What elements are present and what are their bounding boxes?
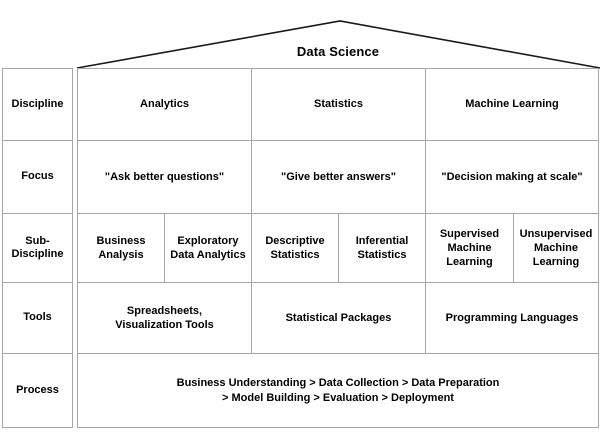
cell-discipline-machine-learning: Machine Learning <box>465 98 559 111</box>
row-tools: Spreadsheets, Visualization Tools Statis… <box>78 283 598 354</box>
cell-discipline-analytics: Analytics <box>78 69 252 140</box>
cell-tools-analytics: Spreadsheets, Visualization Tools <box>78 283 252 353</box>
cell-focus-analytics: "Ask better questions" <box>78 141 252 213</box>
row-process: Business Understanding > Data Collection… <box>78 354 598 427</box>
diagram-content-grid: Analytics Statistics Machine Learning "A… <box>77 68 599 428</box>
row-sub-discipline: Business Analysis Exploratory Data Analy… <box>78 214 598 283</box>
cell-process-steps: Business Understanding > Data Collection… <box>176 377 500 404</box>
cell-sub-business-analysis: Business Analysis <box>78 214 165 282</box>
cell-sub-inferential-statistics: Inferential Statistics <box>339 214 426 282</box>
row-label-focus: Focus <box>3 141 72 214</box>
cell-discipline-statistics: Statistics <box>252 69 426 140</box>
row-focus: "Ask better questions" "Give better answ… <box>78 141 598 214</box>
cell-focus-statistics: "Give better answers" <box>252 141 426 213</box>
row-label-sub-discipline: Sub- Discipline <box>3 214 72 283</box>
row-label-column: Discipline Focus Sub- Discipline Tools P… <box>2 68 73 428</box>
cell-focus-machine-learning: "Decision making at scale" <box>441 170 583 183</box>
row-label-process: Process <box>16 383 59 396</box>
row-discipline: Analytics Statistics Machine Learning <box>78 69 598 141</box>
cell-sub-exploratory-data-analytics: Exploratory Data Analytics <box>165 214 252 282</box>
cell-sub-supervised-machine-learning: Supervised Machine Learning <box>426 214 514 282</box>
row-label-tools: Tools <box>3 283 72 354</box>
cell-sub-unsupervised-machine-learning: Unsupervised Machine Learning <box>519 227 593 269</box>
cell-sub-descriptive-statistics: Descriptive Statistics <box>252 214 339 282</box>
cell-tools-statistics: Statistical Packages <box>252 283 426 353</box>
cell-tools-machine-learning: Programming Languages <box>445 311 579 324</box>
diagram-title: Data Science <box>296 44 380 59</box>
row-label-discipline: Discipline <box>3 69 72 141</box>
